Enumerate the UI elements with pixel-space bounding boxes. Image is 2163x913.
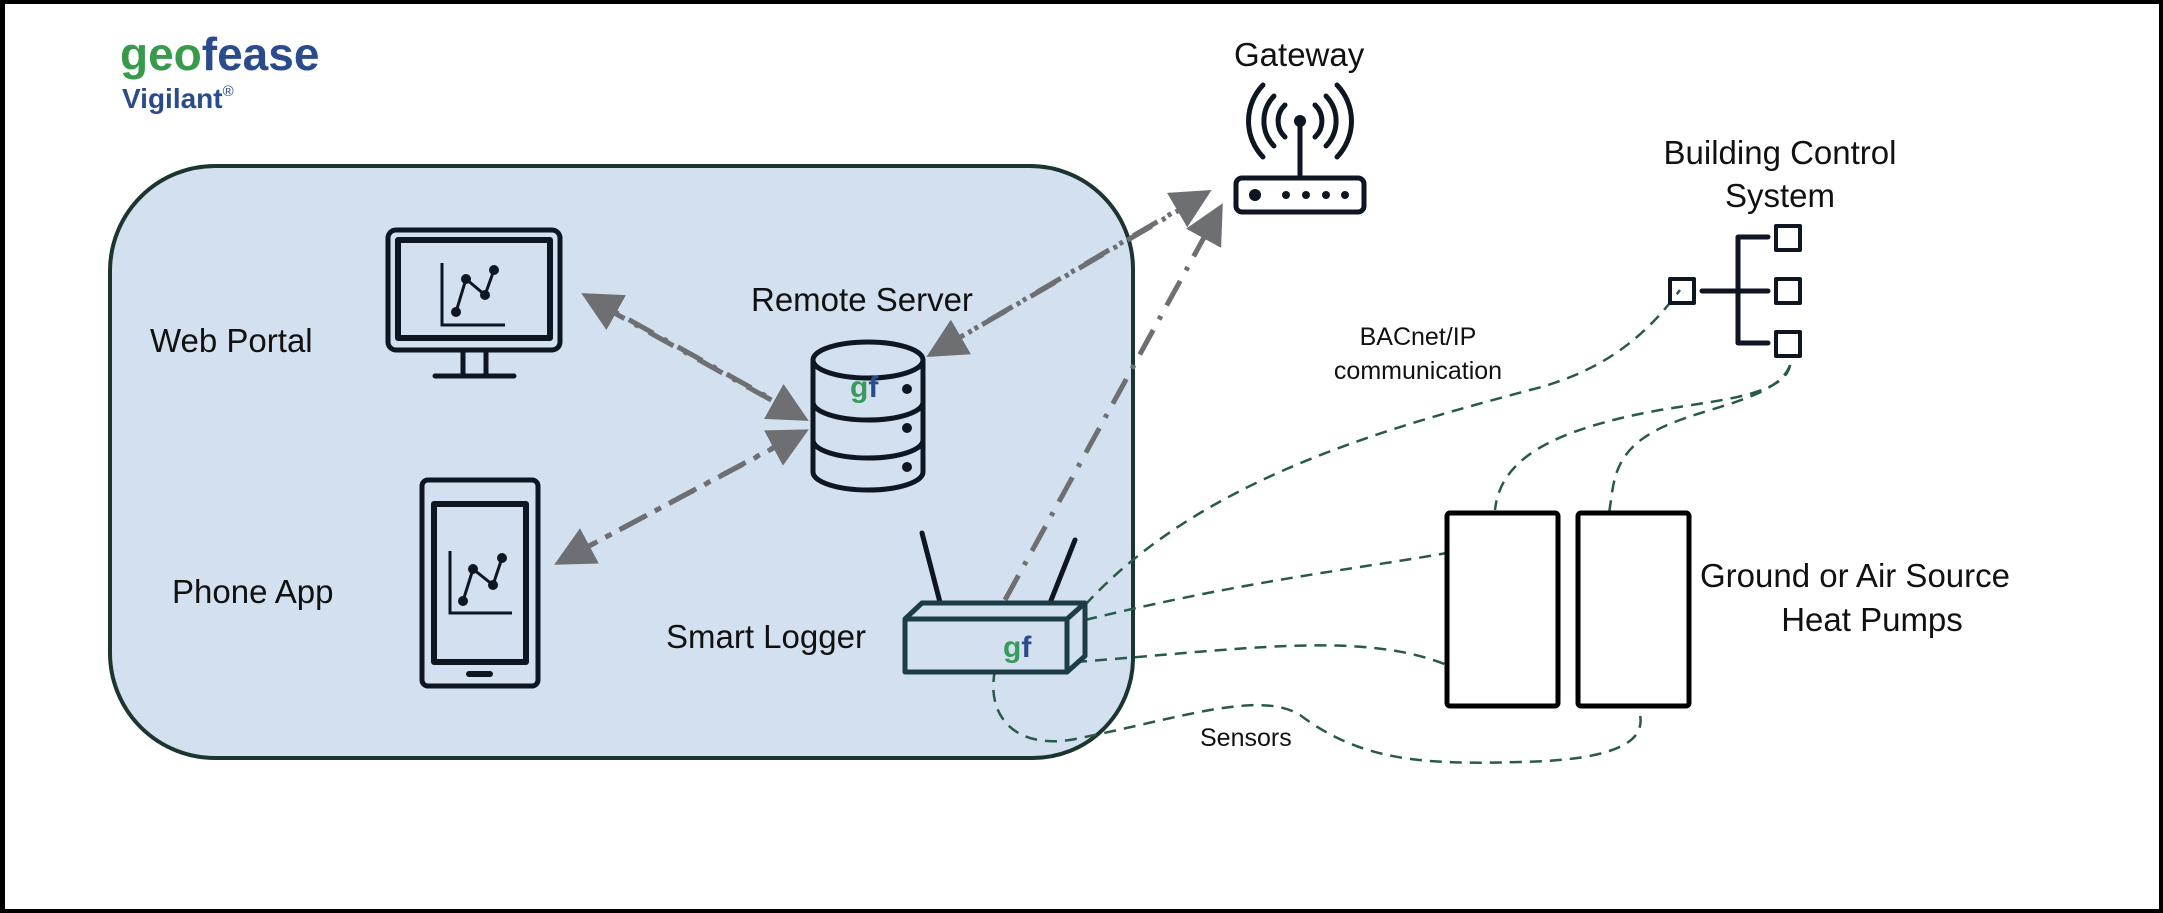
wire-logger-pump1-top [1084, 551, 1448, 622]
wire-sensors [992, 669, 1642, 764]
server-badge-g: g [850, 371, 868, 404]
logo-geo-text: geo [120, 28, 202, 80]
data-flow-arrows [554, 189, 1223, 602]
smart-logger-label: Smart Logger [666, 618, 866, 655]
geofease-logo: geofease Vigilant® [120, 28, 319, 114]
wire-logger-pump1-bottom [1074, 644, 1448, 667]
arrow-phone-server [568, 429, 809, 559]
svg-text:Vigilant®: Vigilant® [122, 83, 234, 114]
wifi-router-icon [1233, 82, 1367, 215]
platform-region [108, 164, 1135, 760]
logger-box-icon: gf [902, 530, 1088, 675]
svg-text:geofease: geofease [120, 28, 319, 80]
server-badge-f: f [868, 371, 879, 404]
monitor-chart-icon [385, 227, 563, 379]
heat-pumps-label-line1: Ground or Air Source [1700, 557, 2010, 594]
database-icon: gf [810, 339, 926, 493]
bacnet-label-line1: BACnet/IP [1360, 323, 1477, 351]
svg-text:gf: gf [1003, 631, 1032, 664]
arrow-gateway-server [926, 195, 1202, 358]
wire-bacnet [1084, 289, 1681, 606]
svg-text:gf: gf [850, 371, 879, 404]
heat-pumps-label-line2: Heat Pumps [1781, 601, 1963, 638]
remote-server-label: Remote Server [751, 281, 973, 318]
phone-app-label: Phone App [172, 573, 334, 610]
network-tree-icon [1668, 224, 1802, 358]
phone-chart-icon [419, 477, 541, 689]
sensors-label: Sensors [1200, 724, 1292, 752]
bcs-label-line2: System [1725, 177, 1835, 214]
gateway-label: Gateway [1234, 36, 1365, 73]
arrow-logger-gateway [1002, 203, 1223, 602]
logger-badge-f: f [1021, 631, 1032, 664]
arrow-webportal-server [598, 302, 809, 421]
logo-vigilant-text: Vigilant [122, 83, 223, 114]
wire-bcs-pump1 [1493, 364, 1792, 511]
wires [992, 289, 1792, 764]
heat-pump-units-icon [1444, 510, 1692, 709]
wire-bcs-pump2 [1607, 364, 1792, 514]
bacnet-label-line2: communication [1334, 357, 1502, 385]
logo-fease-text: fease [202, 28, 320, 80]
heat-pump-unit-2 [1575, 510, 1692, 709]
arrow-server-gateway [938, 189, 1212, 352]
logger-badge-g: g [1003, 631, 1021, 664]
web-portal-label: Web Portal [150, 322, 313, 359]
registered-mark: ® [223, 83, 234, 100]
heat-pump-unit-1 [1444, 510, 1561, 709]
bcs-label-line1: Building Control [1664, 134, 1897, 171]
